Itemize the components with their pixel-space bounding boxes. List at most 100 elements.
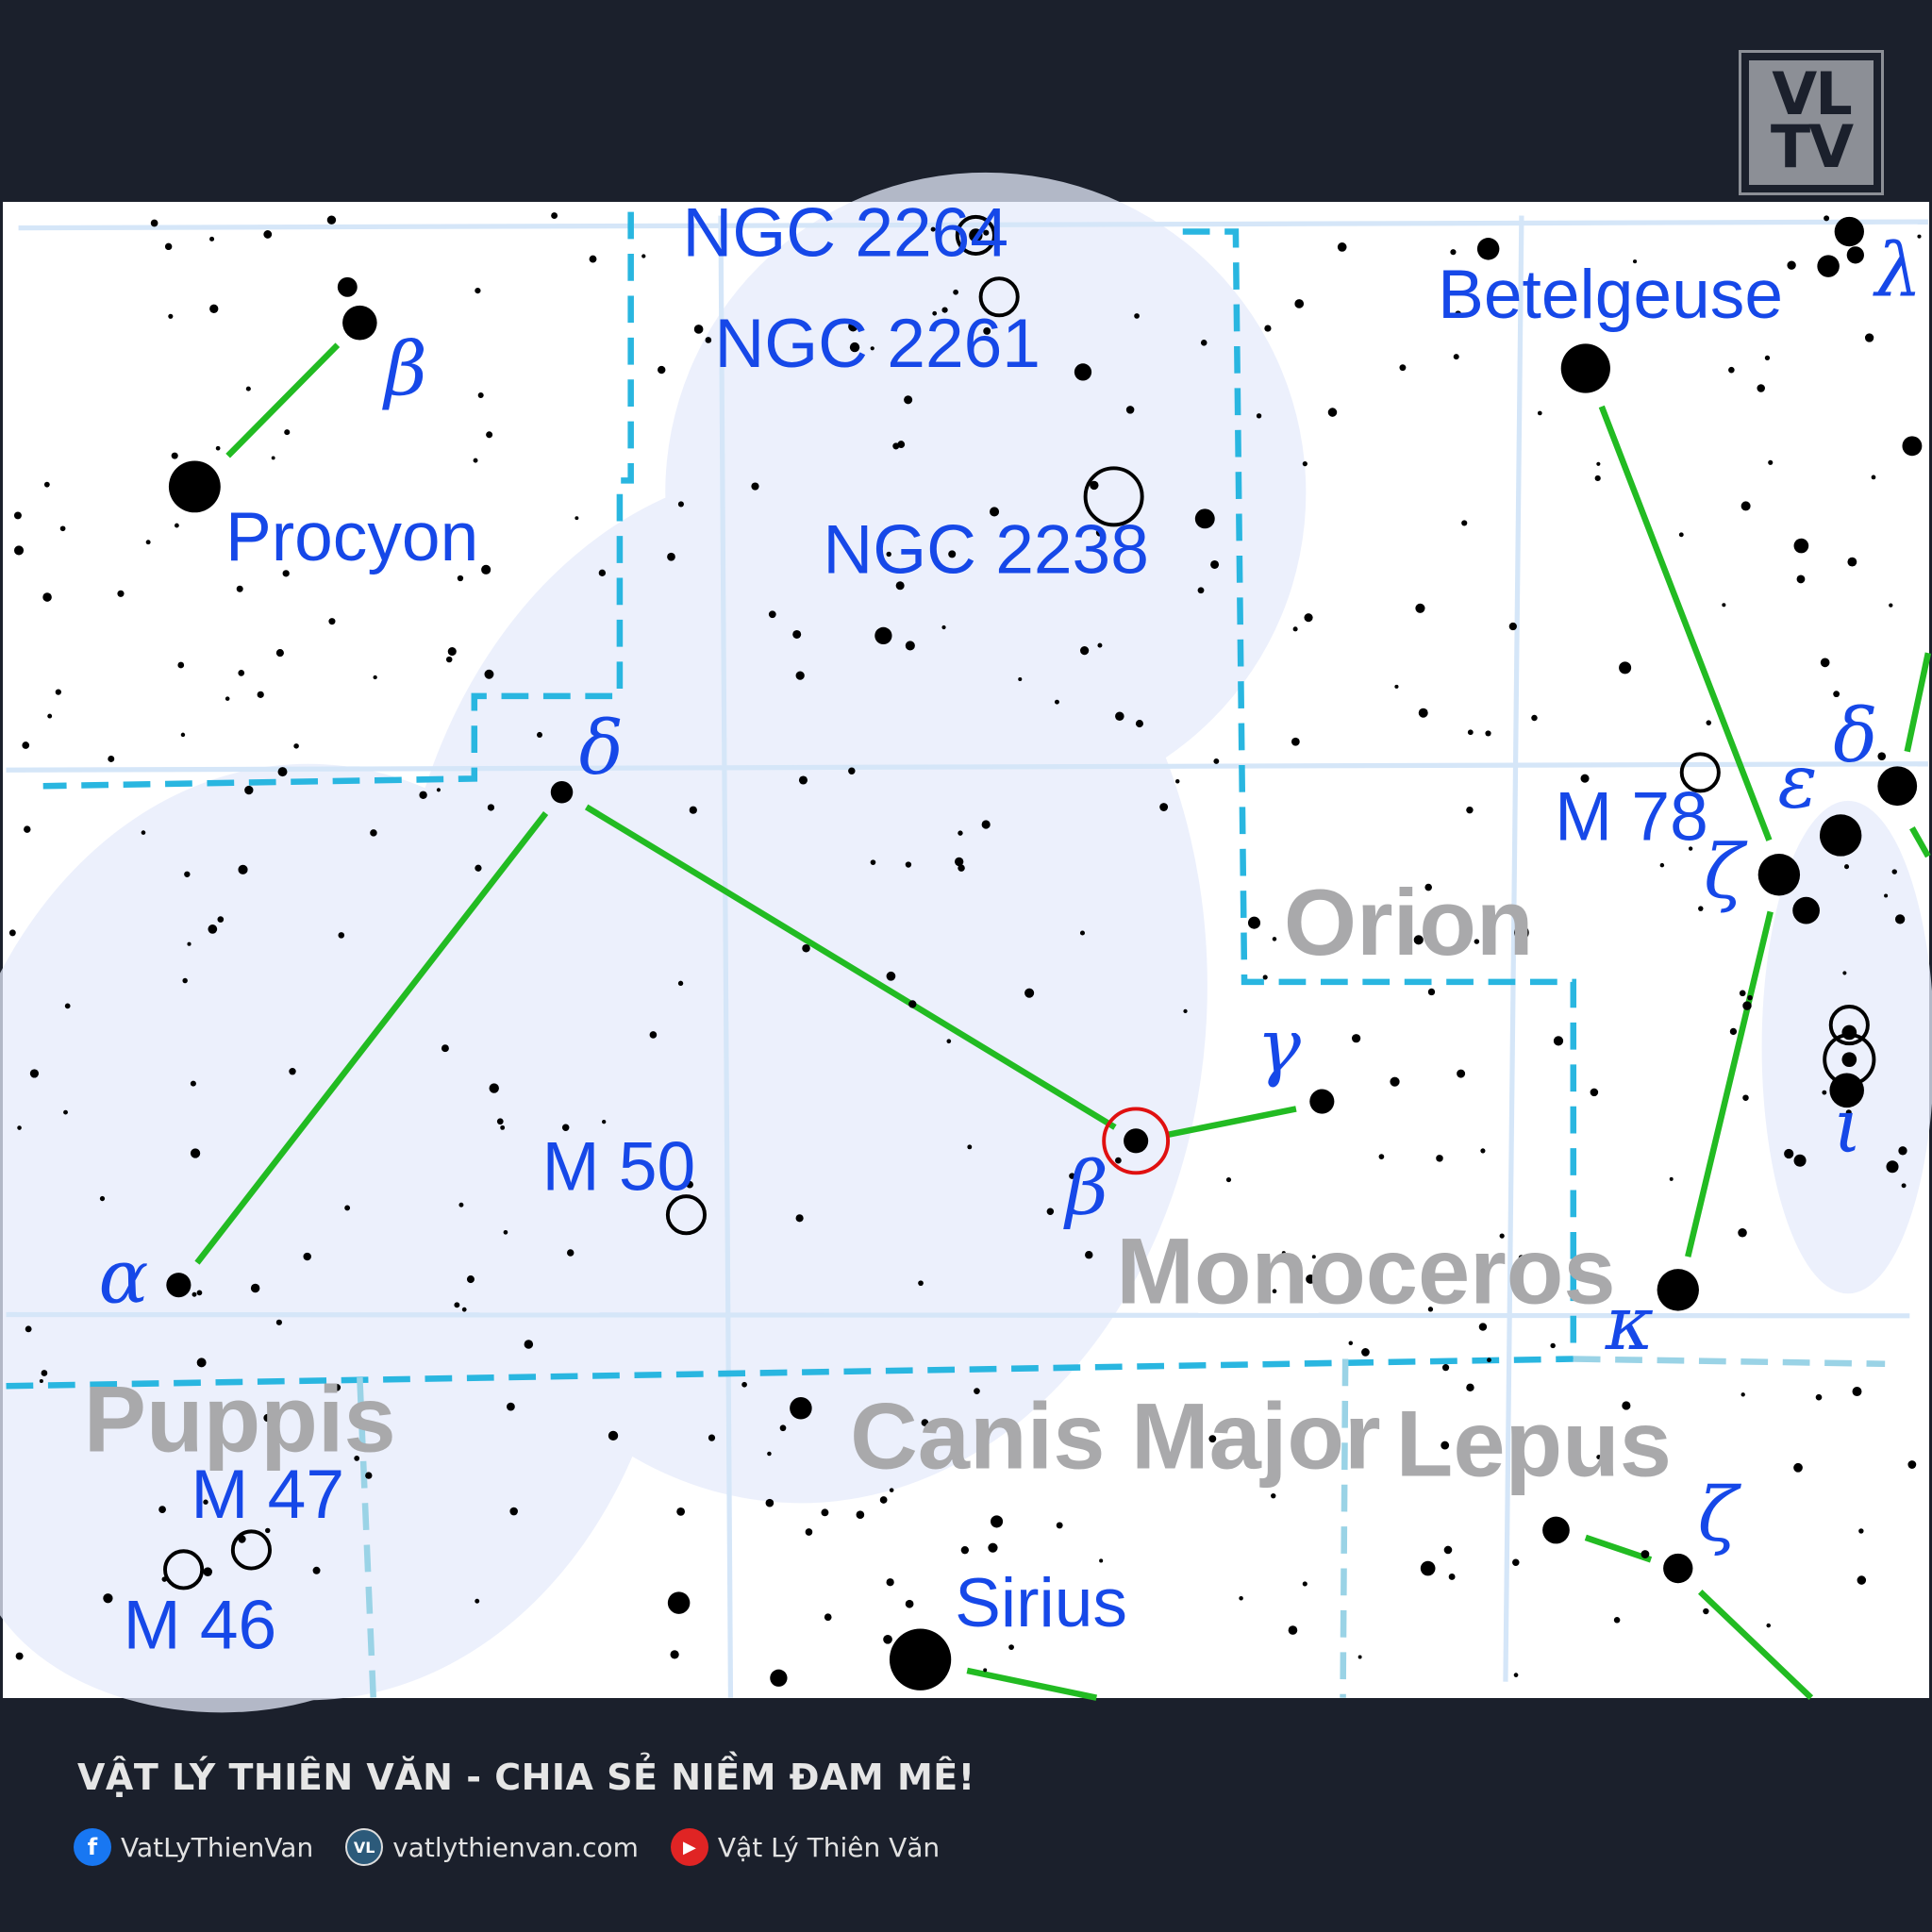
star[interactable] [1560,343,1610,393]
m50-marker[interactable] [665,1194,707,1236]
faint-star [158,1506,166,1514]
star[interactable] [337,276,358,297]
faint-star [284,429,291,436]
faint-star [370,829,377,837]
faint-star [751,482,759,491]
faint-star [886,551,891,558]
faint-star [458,1202,464,1208]
faint-star [1594,475,1601,482]
logo-line-2: TV [1770,112,1854,181]
star[interactable] [667,1591,691,1614]
faint-star [1884,893,1889,898]
faint-star [941,625,946,630]
star[interactable] [1757,854,1801,896]
star[interactable] [1877,766,1918,807]
faint-star [551,212,558,220]
star[interactable] [1817,255,1840,277]
faint-star [47,713,53,719]
ngc2261-marker[interactable] [978,276,1020,318]
star[interactable] [1247,916,1261,929]
logo-line-1: VL [1772,59,1853,128]
faint-star [958,864,965,872]
orion-nebula-marker[interactable] [1828,1005,1870,1046]
youtube-link[interactable]: ▶ Vật Lý Thiên Văn [670,1828,940,1866]
faint-star [507,1402,515,1411]
star[interactable] [550,781,574,804]
star[interactable] [1124,1128,1149,1154]
label-delta-mon: δ [579,706,624,791]
star[interactable] [1834,216,1864,247]
constellation-lines [194,342,1932,1701]
faint-star [461,1307,467,1312]
faint-star [41,1370,48,1376]
star[interactable] [991,1515,1004,1528]
faint-star [1441,1364,1450,1372]
faint-star [489,1083,499,1093]
faint-star [1531,714,1538,722]
highlight-circle-beta-mon[interactable] [1102,1107,1171,1175]
star[interactable] [1846,246,1864,264]
star[interactable] [790,1397,812,1420]
star[interactable] [1841,1024,1857,1041]
faint-star [792,629,802,639]
faint-star [921,1419,929,1426]
faint-star [1159,803,1169,811]
faint-star [1443,1545,1453,1555]
star[interactable] [1902,436,1923,457]
faint-star [953,289,958,295]
star[interactable] [1886,1160,1899,1174]
star[interactable] [1074,363,1092,381]
star[interactable] [1542,1516,1570,1544]
star[interactable] [889,1628,952,1690]
faint-star [475,1598,480,1604]
m78-marker[interactable] [1679,752,1721,793]
star[interactable] [1841,1052,1857,1067]
faint-star [918,1280,924,1287]
m46-marker[interactable] [163,1549,205,1591]
faint-star [1688,846,1693,851]
ngc2264-marker[interactable] [955,214,996,256]
star[interactable] [166,1273,192,1298]
faint-star [1669,1176,1674,1181]
star[interactable] [1619,661,1632,675]
faint-star [1857,1575,1867,1585]
star[interactable] [1663,1553,1693,1584]
star[interactable] [342,305,377,341]
faint-star [466,1275,475,1284]
star[interactable] [1793,538,1809,554]
faint-star [870,346,874,351]
faint-star [795,1214,804,1223]
star[interactable] [1309,1089,1335,1114]
star[interactable] [1420,1560,1436,1576]
ngc2238-marker[interactable] [1083,466,1144,527]
faint-star [1436,1155,1443,1162]
faint-star [649,1031,658,1039]
faint-star [1457,1069,1466,1078]
deep-sky-objects [163,214,1876,1591]
faint-star [1115,711,1124,722]
facebook-link[interactable]: f VatLyThienVan [74,1828,313,1866]
faint-star [29,1069,40,1078]
star[interactable] [168,460,221,513]
star[interactable] [1476,238,1500,260]
star[interactable] [1793,1154,1807,1167]
faint-star [1487,1357,1491,1363]
faint-star [365,1472,373,1479]
star[interactable] [1657,1269,1699,1311]
faint-star [1115,1157,1122,1164]
faint-star [589,255,597,263]
star[interactable] [1819,814,1862,857]
star[interactable] [1194,508,1215,529]
website-link[interactable]: VL vatlythienvan.com [345,1828,639,1866]
faint-star [1847,557,1857,567]
star[interactable] [874,626,892,645]
faint-star [1766,1623,1771,1628]
faint-star [1453,354,1459,360]
star[interactable] [1514,924,1529,941]
m47-marker[interactable] [230,1529,272,1571]
faint-star [196,1357,207,1368]
orion-nebula-marker-2[interactable] [1823,1033,1876,1087]
faint-star [1311,1255,1316,1259]
star[interactable] [1792,896,1820,924]
star[interactable] [770,1669,788,1687]
